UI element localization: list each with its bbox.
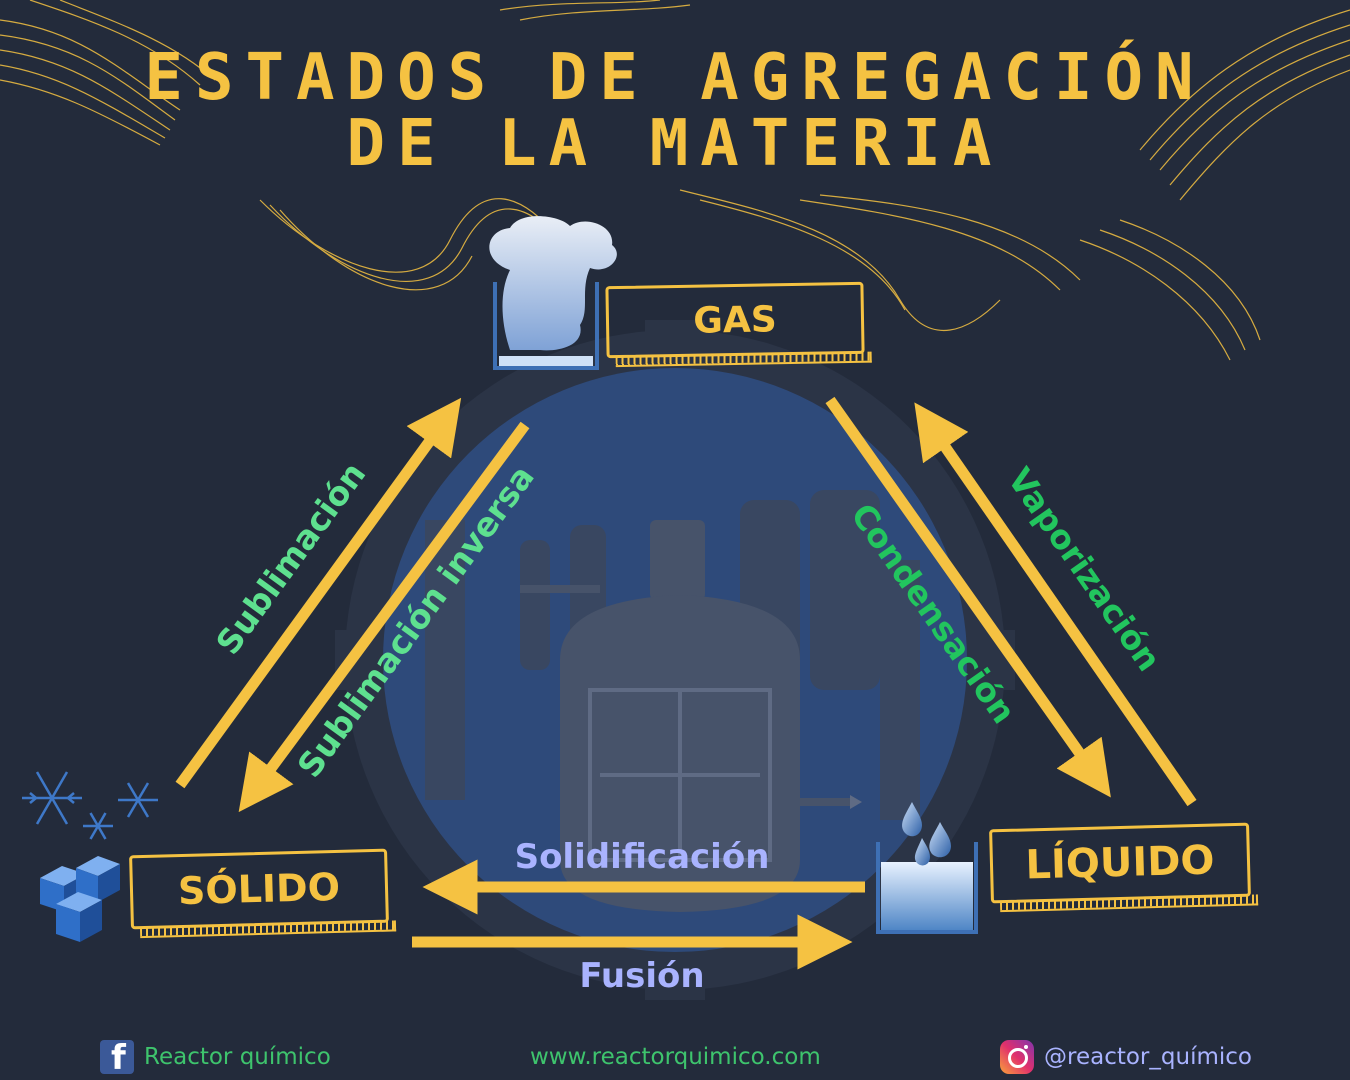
website-link[interactable]: www.reactorquimico.com (530, 1044, 821, 1070)
state-gas-box: GAS (605, 281, 865, 359)
facebook-icon[interactable]: f (100, 1038, 134, 1078)
title-line-1: ESTADOS DE AGREGACIÓN (144, 41, 1206, 115)
arrow-inverse-sublimation (238, 421, 530, 813)
arrow-sublimation (175, 397, 462, 789)
state-gas-label: GAS (692, 298, 778, 342)
ice-cubes-icon (40, 856, 120, 942)
state-liquid-box: LÍQUIDO (989, 822, 1251, 904)
state-liquid-label: LÍQUIDO (1024, 837, 1216, 889)
instagram-icon[interactable] (1000, 1040, 1034, 1074)
state-solid-label: SÓLIDO (177, 864, 341, 914)
label-fusion: Fusión (579, 956, 704, 996)
beaker-steam-icon (489, 216, 617, 370)
label-solidification: Solidificación (515, 837, 770, 877)
snowflake-icon (22, 771, 158, 840)
facebook-link[interactable]: Reactor químico (144, 1044, 331, 1070)
state-solid-box: SÓLIDO (129, 848, 389, 930)
instagram-link[interactable]: @reactor_químico (1044, 1044, 1252, 1070)
arrow-condensation (825, 396, 1111, 798)
beaker-droplets-icon (876, 802, 978, 934)
title-line-2: DE LA MATERIA (346, 107, 1004, 181)
arrow-vaporization (914, 402, 1197, 807)
